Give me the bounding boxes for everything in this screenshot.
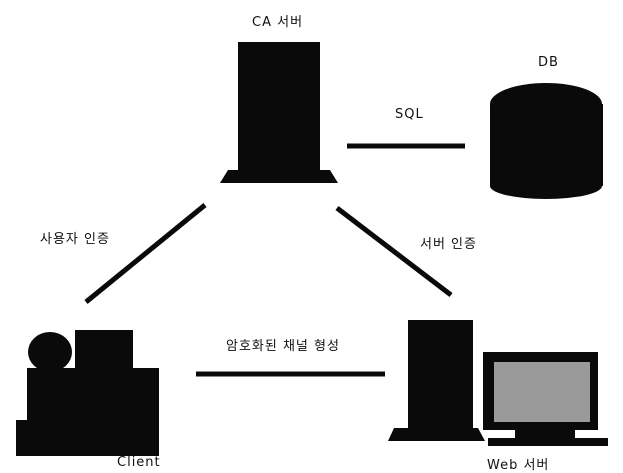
ca-web-connection: [335, 206, 453, 297]
client-label: Client: [117, 455, 161, 470]
db-label: DB: [538, 55, 559, 70]
web-server-icon: [388, 320, 608, 446]
user-auth-edge-label: 사용자 인증: [40, 232, 110, 247]
ca-server-label: CA 서버: [252, 15, 304, 30]
client-pc-icon: [16, 330, 159, 456]
db-cylinder-icon: [490, 83, 603, 199]
server-auth-edge-label: 서버 인증: [420, 237, 477, 252]
ca-server-icon: [220, 42, 338, 183]
ca-client-connection: [84, 203, 207, 304]
web-server-label: Web 서버: [487, 458, 550, 473]
sql-edge-label: SQL: [395, 107, 424, 122]
encrypted-channel-edge-label: 암호화된 채널 형성: [226, 339, 340, 354]
